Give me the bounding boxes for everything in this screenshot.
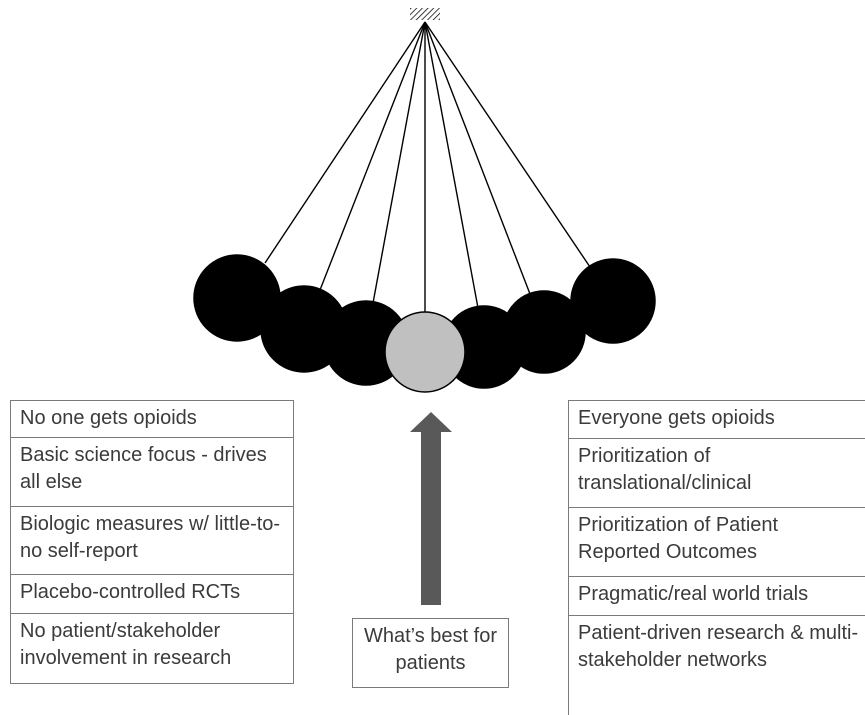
left-item-3: Biologic measures w/ little-to-no self-r… <box>10 506 294 575</box>
left-item-2: Basic science focus - drives all else <box>10 437 294 507</box>
center-label-box: What’s best for patients <box>352 618 509 688</box>
up-arrow-shaft <box>421 431 441 605</box>
right-item-3: Prioritization of Patient Reported Outco… <box>568 507 865 577</box>
right-column: Everyone gets opioids Prioritization of … <box>568 400 865 715</box>
left-item-5: No patient/stakeholder involvement in re… <box>10 613 294 684</box>
up-arrow-head <box>410 412 452 432</box>
pendulum-string-2 <box>319 21 426 291</box>
pendulum-string-6 <box>424 21 531 295</box>
left-item-1: No one gets opioids <box>10 400 294 438</box>
pendulum-string-3 <box>372 21 426 304</box>
pendulum-string-1 <box>264 21 426 264</box>
pivot-mount <box>410 8 440 20</box>
right-item-2: Prioritization of translational/clinical <box>568 438 865 508</box>
left-column: No one gets opioids Basic science focus … <box>10 400 294 684</box>
up-arrow <box>410 412 452 605</box>
pendulum-balls <box>193 254 656 393</box>
pendulum-string-7 <box>424 21 591 268</box>
left-item-4: Placebo-controlled RCTs <box>10 574 294 614</box>
pendulum-strings <box>264 21 591 312</box>
ball-center <box>384 311 466 393</box>
right-item-4: Pragmatic/real world trials <box>568 576 865 616</box>
pendulum-string-5 <box>424 21 479 309</box>
right-item-1: Everyone gets opioids <box>568 400 865 439</box>
right-item-5: Patient-driven research & multi-stakehol… <box>568 615 865 715</box>
